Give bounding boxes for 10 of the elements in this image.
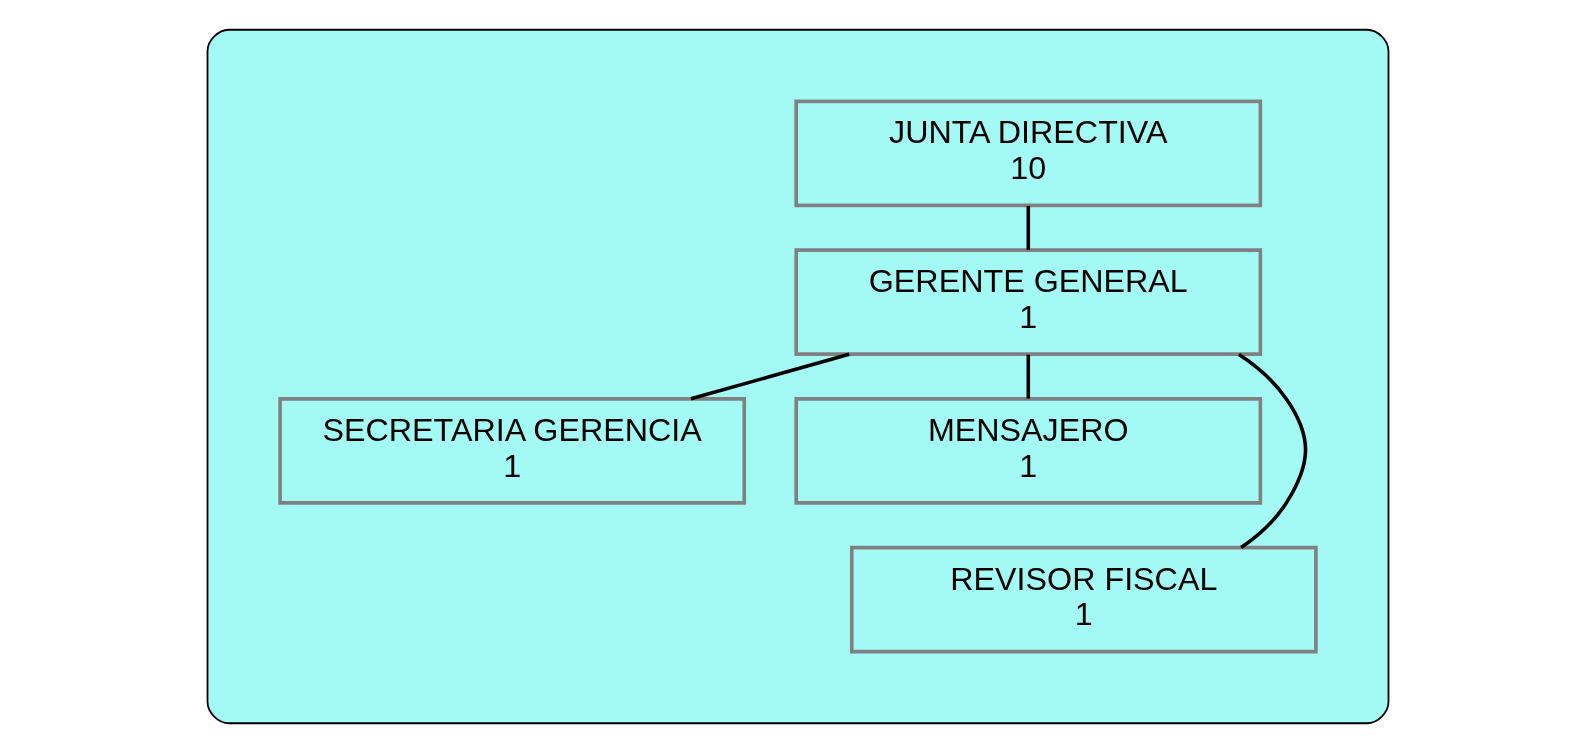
connector — [1237, 352, 1307, 549]
node-box: MENSAJERO 1 — [793, 397, 1262, 505]
connector — [1026, 354, 1030, 399]
connector — [689, 352, 850, 401]
node-box: GERENTE GENERAL 1 — [793, 248, 1262, 356]
cluster — [206, 28, 1389, 725]
connector — [1026, 205, 1030, 250]
node-box: JUNTA DIRECTIVA 10 — [793, 99, 1262, 208]
node-box: REVISOR FISCAL 1 — [849, 545, 1318, 654]
node-box: SECRETARIA GERENCIA 1 — [277, 397, 746, 505]
